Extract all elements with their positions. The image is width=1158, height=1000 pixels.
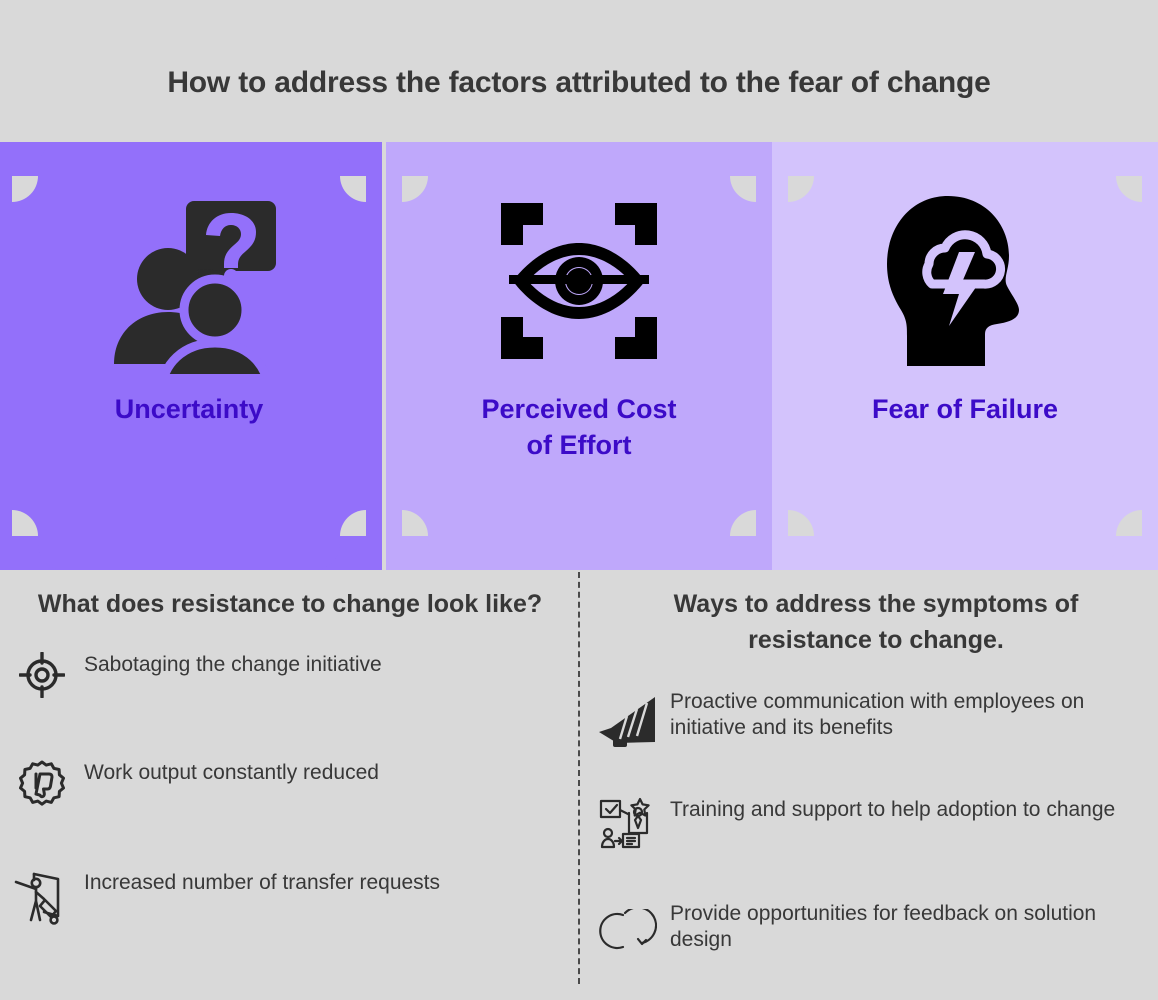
factor-card-fear-of-failure[interactable]: Fear of Failure xyxy=(772,142,1158,570)
eye-scan-icon xyxy=(499,186,659,376)
megaphone-icon xyxy=(596,687,660,749)
list-item-text: Work output constantly reduced xyxy=(84,761,379,785)
head-storm-cloud-icon xyxy=(885,186,1045,376)
column-heading: Ways to address the symptoms of resistan… xyxy=(673,590,1079,655)
feedback-loop-arrows-icon xyxy=(596,899,660,953)
card-label-line-2: of Effort xyxy=(526,429,632,460)
card-top-strip xyxy=(428,142,730,176)
card-notch-bottom-right xyxy=(730,510,756,536)
card-notch-top-left xyxy=(788,176,814,202)
column-list: Sabotaging the change initiative Work ou… xyxy=(10,650,570,926)
card-notch-top-left xyxy=(12,176,38,202)
card-notch-top-left xyxy=(402,176,428,202)
card-content: Perceived Cost of Effort xyxy=(386,142,772,570)
training-checklist-star-icon xyxy=(596,795,660,853)
card-bottom-strip xyxy=(428,536,730,570)
page-title: How to address the factors attributed to… xyxy=(167,66,991,99)
card-content: Fear of Failure xyxy=(772,142,1158,570)
list-item-text: Training and support to help adoption to… xyxy=(670,797,1116,821)
column-heading: What does resistance to change look like… xyxy=(37,590,543,618)
card-label: Perceived Cost of Effort xyxy=(419,392,739,463)
target-crosshair-icon xyxy=(10,650,74,699)
thumbs-down-badge-icon xyxy=(10,758,74,808)
card-label-line-1: Perceived Cost xyxy=(481,394,677,424)
factor-card-perceived-cost-of-effort[interactable]: Perceived Cost of Effort xyxy=(386,142,772,570)
person-leaving-door-icon xyxy=(10,868,74,926)
card-notch-bottom-right xyxy=(1116,510,1142,536)
card-notch-bottom-left xyxy=(12,510,38,536)
bottom-columns: What does resistance to change look like… xyxy=(0,572,1158,1000)
card-notch-bottom-right xyxy=(340,510,366,536)
column-address-ways: Ways to address the symptoms of resistan… xyxy=(596,586,1156,1000)
list-item[interactable]: Increased number of transfer requests xyxy=(10,868,570,926)
card-content: Uncertainty xyxy=(0,142,382,570)
list-item[interactable]: Proactive communication with employees o… xyxy=(596,687,1156,749)
list-item[interactable]: Training and support to help adoption to… xyxy=(596,795,1156,853)
factor-card-uncertainty[interactable]: Uncertainty xyxy=(0,142,382,570)
card-label: Fear of Failure xyxy=(871,394,1059,424)
list-item[interactable]: Sabotaging the change initiative xyxy=(10,650,570,699)
card-notch-top-right xyxy=(340,176,366,202)
column-list: Proactive communication with employees o… xyxy=(596,687,1156,955)
factor-cards-row: Uncertainty xyxy=(0,142,1158,570)
card-body xyxy=(386,176,772,536)
card-top-strip xyxy=(814,142,1116,176)
card-bottom-strip xyxy=(38,536,340,570)
card-shape xyxy=(386,142,772,570)
card-notch-bottom-left xyxy=(788,510,814,536)
list-item-text: Increased number of transfer requests xyxy=(84,871,441,895)
column-divider xyxy=(578,572,580,984)
list-item[interactable]: Provide opportunities for feedback on so… xyxy=(596,899,1156,955)
people-question-speech-bubble-icon xyxy=(94,186,284,376)
column-resistance-signs: What does resistance to change look like… xyxy=(10,586,570,986)
list-item-text: Sabotaging the change initiative xyxy=(84,653,382,677)
list-item-text: Proactive communication with employees o… xyxy=(670,689,1085,740)
list-item[interactable]: Work output constantly reduced xyxy=(10,758,570,808)
card-top-strip xyxy=(38,142,340,176)
list-item-text: Provide opportunities for feedback on so… xyxy=(670,901,1097,952)
card-notch-top-right xyxy=(730,176,756,202)
card-notch-bottom-left xyxy=(402,510,428,536)
card-notch-top-right xyxy=(1116,176,1142,202)
card-bottom-strip xyxy=(814,536,1116,570)
card-label: Uncertainty xyxy=(114,394,264,424)
